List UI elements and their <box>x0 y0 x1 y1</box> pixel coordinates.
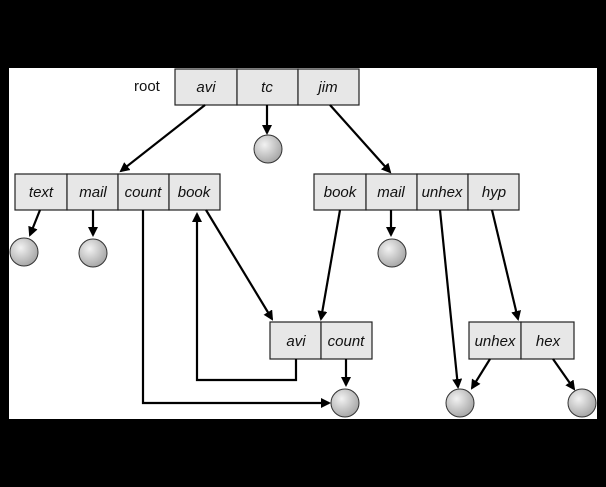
jim-directory: book mail unhex hyp <box>313 173 520 211</box>
edge-root-avi-to-avi-dir <box>119 104 206 173</box>
edge-jim-hyp-to-hyp-dir <box>490 209 522 321</box>
shared-dir-cell-count[interactable] <box>320 321 373 360</box>
file-node-hex[interactable] <box>567 388 597 418</box>
edge-hyp-hex-to-file <box>552 358 576 391</box>
avi-directory: text mail count book <box>14 173 221 211</box>
jim-dir-cell-unhex[interactable] <box>416 173 469 211</box>
jim-dir-entry-hyp: hyp <box>482 184 506 201</box>
edge-shared-avi-to-avi-dir <box>192 212 298 382</box>
edge-jim-unhex-to-file <box>438 209 463 389</box>
avi-dir-entry-count: count <box>125 184 163 201</box>
edge-hyp-unhex-to-file <box>470 358 491 390</box>
hyp-dir-cell-hex[interactable] <box>520 321 575 360</box>
edge-jim-book-to-shared-dir <box>317 209 342 321</box>
avi-dir-cell-book[interactable] <box>168 173 221 211</box>
frame-right-edge <box>597 0 606 487</box>
file-node-jim-mail[interactable] <box>377 238 407 268</box>
hyp-dir-entry-hex: hex <box>536 333 561 350</box>
root-cell-tc[interactable] <box>236 68 299 106</box>
file-nodes <box>9 134 597 418</box>
hyp-dir-cell-unhex[interactable] <box>468 321 522 360</box>
hyp-dir-entry-unhex: unhex <box>475 333 516 350</box>
shared-dir-entry-avi: avi <box>286 333 306 350</box>
file-node-avi-mail[interactable] <box>78 238 108 268</box>
jim-dir-entry-mail: mail <box>377 184 405 201</box>
jim-dir-entry-unhex: unhex <box>422 184 463 201</box>
avi-dir-entry-text: text <box>29 184 54 201</box>
avi-dir-cell-count[interactable] <box>117 173 170 211</box>
file-node-avi-text[interactable] <box>9 237 39 267</box>
root-entry-avi: avi <box>196 79 216 96</box>
root-cell-avi[interactable] <box>174 68 238 106</box>
shared-dir-entry-count: count <box>328 333 366 350</box>
root-entry-jim: jim <box>316 79 337 96</box>
edges <box>28 104 576 408</box>
edge-avi-book-to-shared-dir <box>205 209 274 321</box>
avi-dir-entry-book: book <box>178 184 212 201</box>
file-node-count[interactable] <box>330 388 360 418</box>
root-directory: avi tc jim <box>174 68 360 106</box>
file-node-unhex[interactable] <box>445 388 475 418</box>
jim-dir-cell-hyp[interactable] <box>467 173 520 211</box>
avi-dir-entry-mail: mail <box>79 184 107 201</box>
hyp-directory: unhex hex <box>468 321 575 360</box>
edge-avi-text-to-file <box>28 209 42 237</box>
avi-dir-cell-mail[interactable] <box>66 173 119 211</box>
shared-directory: avi count <box>269 321 373 360</box>
edge-avi-count-to-file <box>141 210 331 408</box>
root-label: root <box>134 78 161 95</box>
edge-root-jim-to-jim-dir <box>329 104 392 174</box>
jim-dir-entry-book: book <box>324 184 358 201</box>
root-cell-jim[interactable] <box>297 68 360 106</box>
root-entry-tc: tc <box>261 79 273 96</box>
file-node-tc[interactable] <box>253 134 283 164</box>
